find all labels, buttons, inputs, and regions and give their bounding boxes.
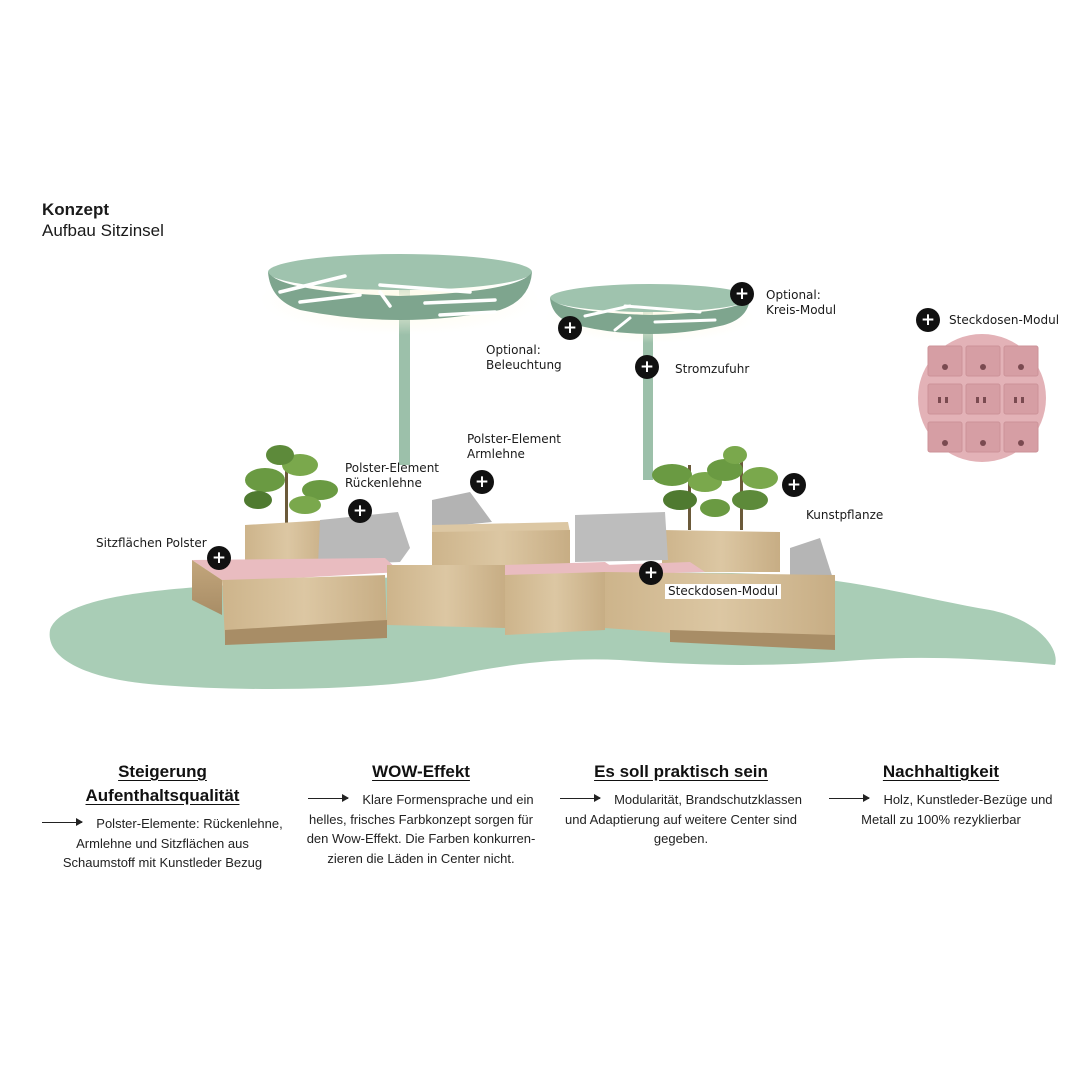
left-planter [245,520,330,565]
label-line: Armlehne [467,447,525,461]
plus-marker-armlehne[interactable]: + [470,470,494,494]
body-text: Modularität, Brandschutzklassen [614,792,802,807]
column-steigerung: Steigerung Aufenthaltsqualität Polster-E… [40,760,285,873]
plus-marker-steckdosen-top[interactable]: + [916,308,940,332]
body-line: Holz, Kunstleder-Bezüge und [826,790,1056,810]
label-line: Beleuchtung [486,358,562,372]
label-steckdosen-modul-top: Steckdosen-Modul [949,313,1060,327]
seat-center-front [387,565,505,628]
column-body: Polster-Elemente: Rückenlehne, Armlehne … [40,814,285,873]
label-optional-kreis-modul: Optional: Kreis-Modul [766,288,836,318]
plus-marker-kreis-modul[interactable]: + [730,282,754,306]
body-text: Klare Formensprache und ein [362,792,534,807]
body-line: gegeben. [653,831,709,846]
seat-right-base [670,630,835,650]
body-line: den Wow-Effekt. Die Farben konkurren- [306,831,536,846]
seat-center-cushion [505,562,620,578]
concept-title-block: Konzept Aufbau Sitzinsel [42,200,164,242]
arrow-right-icon [829,794,871,803]
column-praktisch: Es soll praktisch sein Modularität, Bran… [556,760,806,849]
body-line: Armlehne und Sitzflächen aus [76,835,249,851]
column-nachhaltigkeit: Nachhaltigkeit Holz, Kunstleder-Bezüge u… [826,760,1056,829]
arrow-right-icon [560,794,602,803]
column-heading: Nachhaltigkeit [826,760,1056,784]
body-line: Modularität, Brandschutzklassen [556,790,806,810]
heading-line: WOW-Effekt [372,762,470,781]
label-line: Polster-Element [467,432,562,446]
label-line: Optional: [766,288,821,302]
label-polster-rueckenlehne: Polster-Element Rückenlehne [345,461,439,491]
label-kunstpflanze: Kunstpflanze [806,508,884,522]
page-title: Konzept [42,200,110,219]
body-text: Polster-Elemente: Rückenlehne, [96,816,283,831]
arrow-right-icon [308,794,350,803]
seat-left-front [192,560,222,615]
label-polster-armlehne: Polster-Element Armlehne [467,432,561,462]
backrest-right [575,512,668,562]
column-body: Holz, Kunstleder-Bezüge und Metall zu 10… [826,790,1056,829]
label-sitzflaechen-polster: Sitzflächen Polster [96,536,207,550]
backrest-left [318,512,410,565]
body-line: Polster-Elemente: Rückenlehne, [40,814,285,834]
body-line: Metall zu 100% rezyklierbar [861,811,1021,827]
label-line: Optional: [486,343,541,357]
column-wow-effekt: WOW-Effekt Klare Formensprache und ein h… [300,760,542,868]
armrest-middle [432,492,492,528]
label-line: Rückenlehne [345,476,422,490]
right-canopy-top [550,284,750,312]
left-canopy-light-strips [278,274,497,317]
plus-marker-steckdosen[interactable]: + [639,561,663,585]
right-planter [662,530,780,572]
label-stromzufuhr: Stromzufuhr [675,362,750,376]
plus-marker-kunstpflanze[interactable]: + [782,473,806,497]
column-body: Modularität, Brandschutzklassen und Adap… [556,790,806,849]
heading-line: Es soll praktisch sein [594,762,768,781]
label-steckdosen-modul: Steckdosen-Modul [665,584,782,599]
left-canopy-rim [268,272,532,320]
right-canopy-light-strips [583,304,717,332]
label-optional-beleuchtung: Optional: Beleuchtung [486,343,562,373]
middle-block [432,530,570,568]
seat-center-block [505,572,605,635]
seat-left-cushion [192,558,400,580]
left-canopy-top [268,254,532,290]
seat-left-base [225,620,387,645]
right-canopy-pole [643,300,653,480]
plus-marker-sitzflaechen[interactable]: + [207,546,231,570]
plus-marker-rueckenlehne[interactable]: + [348,499,372,523]
socket-module-panel [918,334,1046,462]
heading-line: Nachhaltigkeit [882,762,1000,781]
plus-marker-beleuchtung[interactable]: + [558,316,582,340]
plus-marker-stromzufuhr[interactable]: + [635,355,659,379]
right-canopy-rim [550,298,750,334]
right-plants [652,446,778,530]
column-body: Klare Formensprache und ein helles, fris… [300,790,542,868]
label-line: Polster-Element [345,461,440,475]
body-line: helles, frisches Farbkonzept sorgen für [309,811,533,827]
body-line: und Adaptierung auf weitere Center sind [565,811,797,827]
arrow-right-icon [42,818,84,827]
column-heading: Es soll praktisch sein [556,760,806,784]
heading-line: Aufenthaltsqualität [85,786,240,805]
body-line: zieren die Läden in Center nicht. [327,850,515,866]
column-heading: WOW-Effekt [300,760,542,784]
heading-line: Steigerung [118,762,207,781]
body-text: Holz, Kunstleder-Bezüge und [883,792,1053,807]
body-line: Schaumstoff mit Kunstleder Bezug [62,855,263,870]
page-subtitle: Aufbau Sitzinsel [42,221,164,240]
left-canopy-pole [399,290,410,465]
left-plant [244,445,338,530]
column-heading: Steigerung Aufenthaltsqualität [40,760,285,808]
body-line: Klare Formensprache und ein [300,790,542,810]
label-line: Kreis-Modul [766,303,837,317]
